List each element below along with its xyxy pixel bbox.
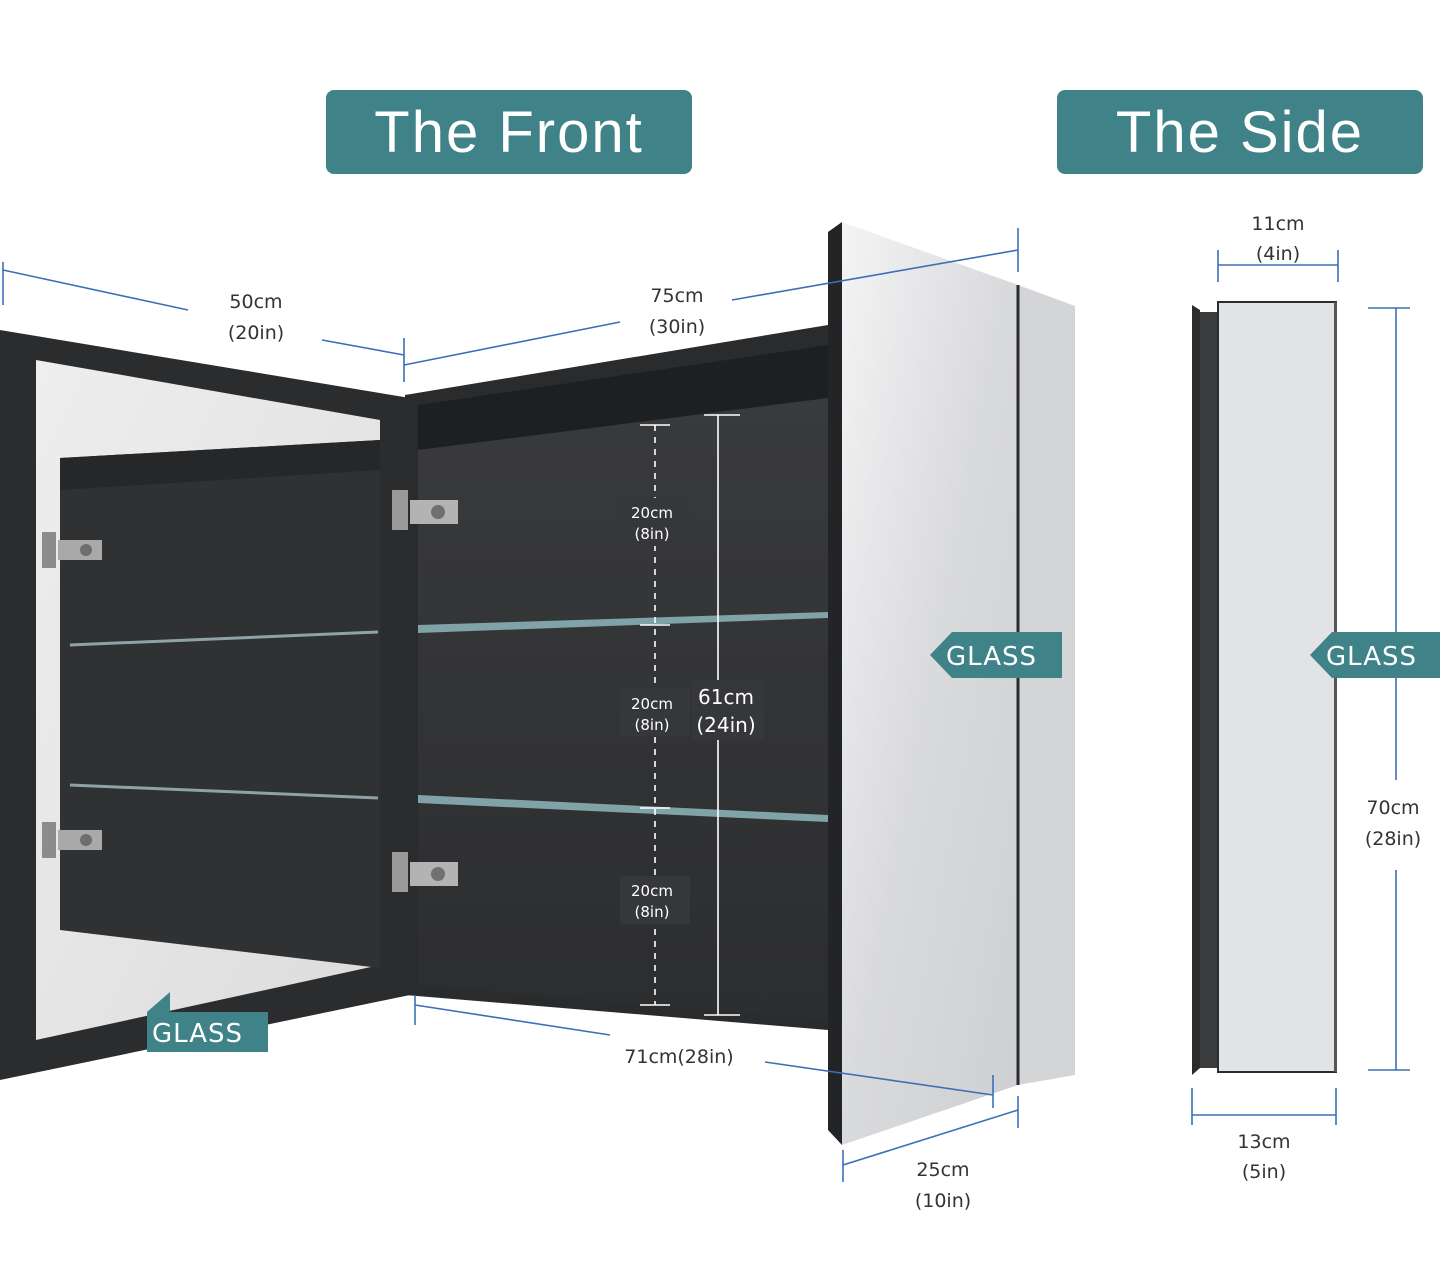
- total-width-in: (30in): [649, 316, 705, 338]
- side-top-depth-cm: 11cm: [1251, 213, 1304, 235]
- side-view-title: The Side: [1057, 90, 1423, 174]
- svg-text:GLASS: GLASS: [1326, 642, 1417, 672]
- svg-text:GLASS: GLASS: [946, 642, 1037, 672]
- shelf-bottom-cm: 20cm: [631, 882, 673, 900]
- shelf-top-cm: 20cm: [631, 504, 673, 522]
- cabinet-body: [392, 325, 828, 1030]
- side-height-cm: 70cm: [1366, 797, 1419, 819]
- door-width-cm: 50cm: [229, 291, 282, 313]
- side-top-depth-in: (4in): [1256, 243, 1300, 265]
- side-bottom-depth-cm: 13cm: [1237, 1131, 1290, 1153]
- shelf-middle-in: (8in): [635, 716, 670, 734]
- inner-width-label: 71cm(28in): [624, 1046, 733, 1068]
- svg-text:GLASS: GLASS: [152, 1019, 243, 1049]
- mirror-doors: [828, 222, 1075, 1145]
- front-view-title: The Front: [326, 90, 692, 174]
- hinge-icon: [42, 822, 102, 858]
- glass-tag-side: GLASS: [1310, 632, 1440, 678]
- shelf-bottom-in: (8in): [635, 903, 670, 921]
- glass-tag-mirror: GLASS: [930, 632, 1062, 678]
- hinge-icon: [42, 532, 102, 568]
- total-width-cm: 75cm: [650, 285, 703, 307]
- shelf-middle-cm: 20cm: [631, 695, 673, 713]
- hinge-icon: [392, 852, 458, 892]
- front-dimension-lines: [2, 228, 1019, 1182]
- side-depth-cm: 25cm: [916, 1159, 969, 1181]
- inner-height-cm: 61cm: [698, 685, 754, 709]
- glass-tag-door: GLASS: [147, 992, 268, 1052]
- door-width-in: (20in): [228, 322, 284, 344]
- open-door: [0, 330, 410, 1080]
- inner-height-in: (24in): [696, 713, 755, 737]
- side-dimension-lines: [1191, 250, 1410, 1125]
- shelf-top-in: (8in): [635, 525, 670, 543]
- side-cabinet: [1192, 301, 1337, 1075]
- side-bottom-depth-in: (5in): [1242, 1161, 1286, 1183]
- side-height-in: (28in): [1365, 828, 1421, 850]
- hinge-icon: [392, 490, 458, 530]
- side-depth-in: (10in): [915, 1190, 971, 1212]
